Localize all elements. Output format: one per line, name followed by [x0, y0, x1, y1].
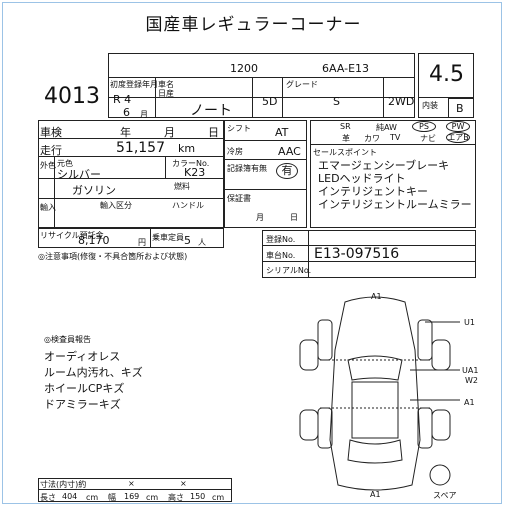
score-box — [418, 53, 474, 118]
model-code: 6AA-E13 — [322, 62, 370, 75]
height-value: 150 — [190, 492, 206, 501]
displacement: 1200 — [230, 62, 258, 75]
year-value: R 4 — [113, 93, 132, 106]
shift: AT — [275, 126, 289, 139]
ac: AAC — [278, 145, 301, 158]
car-name-label: 車名 — [158, 80, 174, 89]
chassis-no: E13-097516 — [314, 246, 400, 262]
info-table — [38, 120, 224, 228]
lot-number: 4013 — [44, 84, 100, 109]
recycle-fee: 8,170 — [78, 234, 110, 247]
maker: 日産 — [158, 89, 174, 98]
color: シルバー — [57, 168, 101, 181]
fuel-label: 燃料 — [174, 182, 190, 191]
car-damage-diagram — [299, 296, 460, 491]
interior-grade: B — [456, 102, 464, 115]
score: 4.5 — [429, 62, 464, 87]
car-name: ノート — [190, 103, 232, 119]
sales-point-3: インテリジェントキー — [318, 185, 428, 198]
grade: S — [333, 95, 340, 108]
sales-point-2: LEDヘッドライト — [318, 172, 406, 185]
mileage-unit: km — [178, 142, 196, 155]
month-value: 6 — [123, 106, 130, 119]
doors: 5D — [262, 95, 278, 108]
first-reg-label: 初度登録年月 — [110, 80, 158, 89]
inspector-report-label: ◎検査員報告 — [44, 335, 91, 344]
color-no: K23 — [184, 166, 206, 179]
grade-label: グレード — [286, 80, 318, 89]
mileage: 51,157 — [116, 140, 165, 156]
sheet-frame — [2, 2, 502, 504]
capacity: 5 — [184, 234, 191, 247]
color-label: 外色 — [40, 161, 56, 170]
month-unit: 月 — [140, 110, 148, 119]
inspection-label: 車検 — [40, 126, 62, 139]
sales-point-1: エマージェンシーブレーキ — [318, 159, 450, 172]
interior-label: 内装 — [422, 101, 438, 110]
drive: 2WD — [388, 95, 415, 108]
size-table — [38, 478, 232, 502]
header-grid — [108, 53, 415, 118]
options-box — [310, 120, 476, 228]
page-title: 国産車レギュラーコーナー — [145, 15, 362, 35]
length-value: 404 — [62, 492, 78, 501]
mileage-label: 走行 — [40, 144, 62, 157]
manual-circle: 有 — [276, 163, 298, 179]
fuel: ガソリン — [72, 184, 116, 197]
sales-point-4: インテリジェントルームミラー — [318, 198, 472, 211]
caution-label: ◎注意事項(修復・不具合箇所および状態) — [38, 252, 188, 261]
width-value: 169 — [124, 492, 140, 501]
